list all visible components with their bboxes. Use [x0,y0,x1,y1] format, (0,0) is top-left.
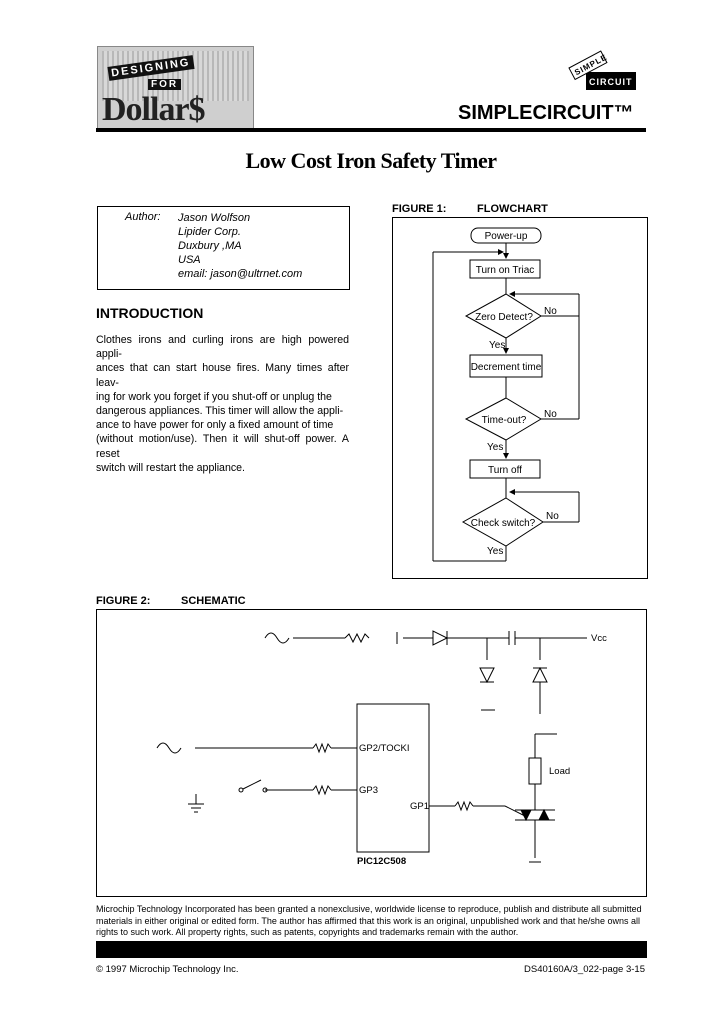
author-lines: Jason Wolfson Lipider Corp. Duxbury ,MA … [178,211,302,281]
schematic: Vcc GP2/TOCKI GP3 GP1 Load PIC12C508 [96,609,647,897]
intro-line: ance to have power for only a fixed amou… [96,419,334,432]
ac-source-icon [264,632,290,644]
flowchart-yes-label: Yes [487,546,503,557]
intro-line: Clothes irons and curling irons are high… [96,334,349,361]
load-label: Load [549,766,570,777]
flowchart-zero-detect-label: Zero Detect? [475,312,533,323]
flowchart-decrement-label: Decrement time [471,362,542,373]
header-rule [96,128,646,132]
gp3-label: GP3 [359,785,378,796]
zener-diode-icon [532,666,548,683]
resistor-icon [344,632,370,644]
gp2-label: GP2/TOCKI [359,743,410,754]
author-box: Author: Jason Wolfson Lipider Corp. Duxb… [97,206,350,290]
simple-circuit-badge: CIRCUIT SIMPLE [568,50,636,90]
author-email: email: jason@ultrnet.com [178,268,303,280]
flowchart-turn-on-label: Turn on Triac [476,265,535,276]
flowchart-yes-label: Yes [489,340,505,351]
load-icon [528,757,542,785]
introduction-heading: INTRODUCTION [96,305,204,321]
flowchart-start-label: Power-up [485,231,528,242]
resistor-icon [312,784,332,796]
gp1-label: GP1 [410,801,429,812]
figure2-caption: SCHEMATIC [181,595,246,607]
logo-for-text: FOR [148,79,182,90]
resistor-icon [454,800,474,812]
flowchart-no-label: No [544,409,557,420]
pic-chip [356,703,430,853]
intro-line: ing for work you forget if you shut-off … [96,390,332,403]
disclaimer: Microchip Technology Incorporated has be… [96,904,642,937]
flowchart-turn-off-label: Turn off [488,465,522,476]
figure1-number: FIGURE 1: [392,203,447,215]
intro-line: switch will restart the appliance. [96,461,245,474]
designing-for-dollars-logo: DESIGNING FOR Dollar$ [97,46,254,132]
logo-dollars-text: Dollar$ [102,91,206,128]
badge-circuit-text: CIRCUIT [589,77,633,87]
flowchart-no-label: No [544,306,557,317]
intro-line: (without motion/use). Then it will shut-… [96,433,349,460]
page-number: DS40160A/3_022-page 3-15 [524,964,645,975]
diode-icon [432,630,449,646]
intro-line: ances that can start house fires. Many t… [96,362,349,389]
author-company: Lipider Corp. [178,226,241,238]
ac-source-icon [156,742,182,754]
intro-line: dangerous appliances. This timer will al… [96,405,344,418]
introduction-text: Clothes irons and curling irons are high… [96,333,349,475]
turn-on-node [469,259,541,279]
switch-icon [238,787,244,793]
flowchart-yes-label: Yes [487,442,503,453]
author-name: Jason Wolfson [178,212,251,224]
flowchart: Power-up Turn on Triac Zero Detect? Decr… [392,217,648,579]
resistor-icon [312,742,332,754]
turn-off-node [469,459,541,479]
author-city: Duxbury ,MA [178,240,242,252]
page-title: Low Cost Iron Safety Timer [245,148,498,173]
brand-title: SIMPLECIRCUIT™ [458,102,634,124]
flowchart-check-switch-label: Check switch? [471,518,536,529]
figure1-caption: FLOWCHART [477,203,548,215]
vcc-label: Vcc [591,633,607,644]
flowchart-no-label: No [546,511,559,522]
copyright: © 1997 Microchip Technology Inc. [96,964,239,975]
author-label: Author: [125,211,161,223]
author-country: USA [178,254,201,266]
footer-rule [96,941,647,958]
zener-diode-icon [479,667,495,684]
flowchart-timeout-label: Time-out? [482,415,527,426]
figure2-number: FIGURE 2: [96,595,151,607]
chip-label: PIC12C508 [357,856,406,867]
triac-icon [520,809,532,822]
